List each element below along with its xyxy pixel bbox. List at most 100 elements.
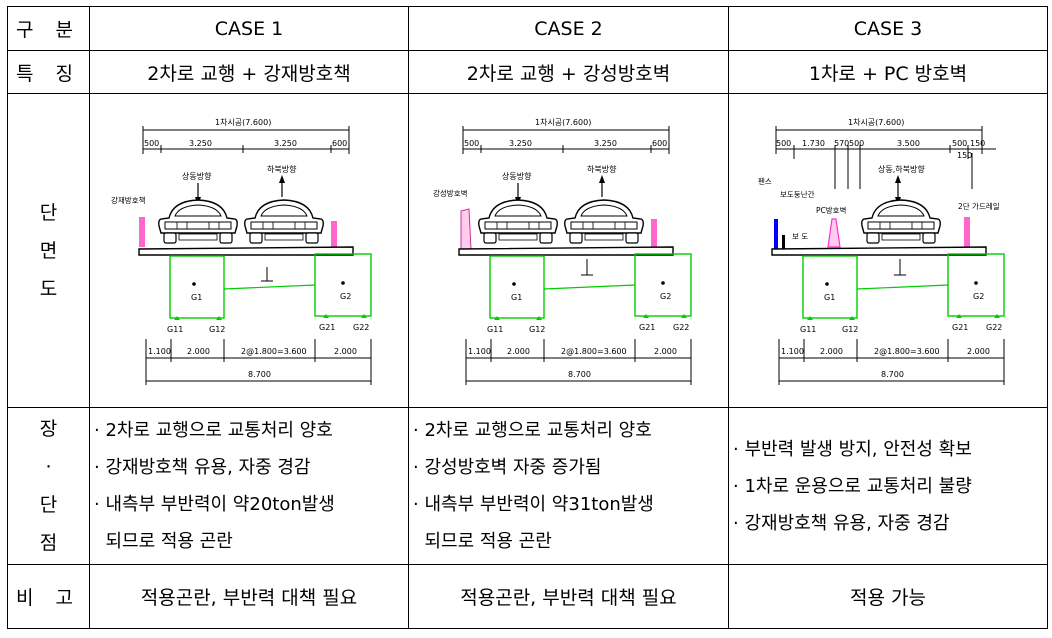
remarks-case2: 적용곤란, 부반력 대책 필요 (408, 564, 729, 629)
direction-left: 상동방향 (182, 171, 212, 181)
pros-cons-line: · 강재방호책 유용, 자중 경감 (94, 457, 311, 478)
pc-barrier-label: PC방호벽 (816, 205, 846, 215)
total-width-bottom: 8.700 (568, 370, 591, 379)
girder-g1 (169, 254, 225, 319)
pc-barrier-icon (827, 217, 841, 248)
pros-cons-label-char: 단 (39, 494, 58, 516)
dim-bottom: 2.000 (334, 347, 357, 356)
pros-cons-line: 되므로 적용 곤란 (413, 531, 552, 552)
girder-g2-label: G2 (660, 292, 671, 301)
steel-barrier-icon (331, 220, 337, 247)
girder-g2-label: G2 (973, 292, 984, 301)
car-icon (861, 198, 941, 244)
pros-cons-row: 장 · 단 점 · 2차로 교행으로 교통처리 양호 · 강재방호책 유용, 자… (7, 407, 1048, 565)
dim-top: 500 (849, 139, 864, 148)
bearing-label: G12 (529, 325, 545, 334)
guardrail-label: 2단 가드레일 (958, 201, 1000, 211)
steel-barrier-icon (139, 216, 145, 247)
dim-top: 150 (970, 139, 985, 148)
pros-cons-line: · 내측부 부반력이 약31ton발생 (413, 494, 654, 515)
concrete-barrier-icon (650, 218, 657, 247)
pros-cons-label-char: · (45, 456, 52, 478)
cross-section-case3: 1차시공(7.600) 500 1.730 570 500 (758, 118, 1005, 385)
dim-top: 570 (834, 139, 849, 148)
girder-g2-label: G2 (340, 292, 351, 301)
girder-g1-label: G1 (191, 293, 202, 302)
fence-label: 펜스 (758, 177, 772, 186)
dim-top: 600 (332, 139, 347, 148)
header-row: 구 분 CASE 1 CASE 2 CASE 3 (7, 6, 1048, 51)
pros-cons-line: · 1차로 운용으로 교통처리 불량 (733, 475, 972, 497)
dim-top: 500 (952, 139, 967, 148)
dim-bottom: 2.000 (967, 347, 990, 356)
total-width-top: 1차시공(7.600) (535, 118, 591, 127)
cross-section-case2: 1차시공(7.600) 500 3.250 3.250 600 상동방향 하북방… (433, 118, 692, 385)
direction-right: 하북방향 (267, 164, 297, 174)
section-case1: 1차시공(7.600) 500 3.250 3.250 600 상동방향 하북방… (89, 93, 409, 408)
pros-cons-line: · 강성방호벽 자중 증가됨 (413, 457, 602, 478)
dim-top: 500 (144, 139, 159, 148)
direction-left: 상동방향 (502, 171, 532, 181)
bearing-label: G21 (639, 323, 655, 332)
dim-bottom: 2@1.800=3.600 (241, 347, 307, 356)
features-case1: 2차로 교행 + 강재방호책 (89, 50, 409, 94)
header-case2: CASE 2 (408, 6, 729, 51)
comparison-table: 구 분 CASE 1 CASE 2 CASE 3 특 징 2차로 교행 + 강재… (7, 6, 1048, 629)
section-label: 단 면 도 (7, 93, 90, 408)
bearing-label: G21 (319, 323, 335, 332)
features-row: 특 징 2차로 교행 + 강재방호책 2차로 교행 + 강성방호벽 1차로 + … (7, 50, 1048, 94)
cross-section-case1: 1차시공(7.600) 500 3.250 3.250 600 상동방향 하북방… (111, 118, 372, 385)
dim-bottom: 2@1.800=3.600 (561, 347, 627, 356)
total-width-bottom: 8.700 (248, 370, 271, 379)
features-label: 특 징 (7, 50, 90, 94)
dim-bottom: 2.000 (507, 347, 530, 356)
direction-both: 상동,하북방향 (878, 164, 925, 174)
bearing-label: G11 (487, 325, 503, 334)
dim-top: 150 (957, 151, 972, 160)
section-label-char: 면 (39, 239, 58, 262)
dim-bottom: 2@1.800=3.600 (874, 347, 940, 356)
girder-g1-label: G1 (511, 293, 522, 302)
pros-cons-line: · 2차로 교행으로 교통처리 양호 (413, 420, 652, 441)
dim-top: 500 (776, 139, 791, 148)
car-icon (477, 198, 558, 244)
girder-g1-label: G1 (824, 293, 835, 302)
section-case3: 1차시공(7.600) 500 1.730 570 500 (728, 93, 1048, 408)
pros-cons-label-char: 장 (39, 418, 58, 440)
bearing-label: G22 (986, 323, 1002, 332)
bearing-label: G22 (353, 323, 369, 332)
dim-top: 3.250 (594, 139, 617, 148)
concrete-barrier-icon (460, 207, 472, 249)
dim-bottom: 2.000 (820, 347, 843, 356)
bearing-label: G21 (952, 323, 968, 332)
pros-cons-case2: · 2차로 교행으로 교통처리 양호 · 강성방호벽 자중 증가됨 · 내측부 … (408, 407, 729, 565)
dim-bottom: 1.100 (468, 347, 491, 356)
dim-top: 3.250 (274, 139, 297, 148)
dim-top: 500 (464, 139, 479, 148)
pros-cons-label-char: 점 (39, 532, 58, 554)
direction-right: 하북방향 (587, 164, 617, 174)
header-case3: CASE 3 (728, 6, 1048, 51)
total-width-top: 1차시공(7.600) (848, 118, 904, 127)
car-icon (563, 198, 644, 244)
girder-g2 (947, 252, 1005, 317)
header-category: 구 분 (7, 6, 90, 51)
dim-top: 1.730 (802, 139, 825, 148)
header-case1: CASE 1 (89, 6, 409, 51)
dim-top: 3.500 (897, 139, 920, 148)
section-label-char: 단 (39, 201, 58, 224)
remarks-case3: 적용 가능 (728, 564, 1048, 629)
pros-cons-line: · 내측부 부반력이 약20ton발생 (94, 494, 335, 515)
dim-bottom: 1.100 (148, 347, 171, 356)
pros-cons-case1: · 2차로 교행으로 교통처리 양호 · 강재방호책 유용, 자중 경감 · 내… (89, 407, 409, 565)
guardrail-icon (964, 216, 970, 247)
girder-g1 (802, 254, 858, 319)
fence-icon (774, 218, 778, 249)
girder-g1 (488, 254, 545, 319)
sidewalk-rail-label: 보도둥난간 (780, 189, 815, 199)
dim-top: 3.250 (189, 139, 212, 148)
section-label-char: 도 (39, 277, 58, 300)
pros-cons-case3: · 부반력 발생 방지, 안전성 확보 · 1차로 운용으로 교통처리 불량 ·… (728, 407, 1048, 565)
girder-g2 (314, 252, 372, 317)
total-width-top: 1차시공(7.600) (215, 118, 271, 127)
